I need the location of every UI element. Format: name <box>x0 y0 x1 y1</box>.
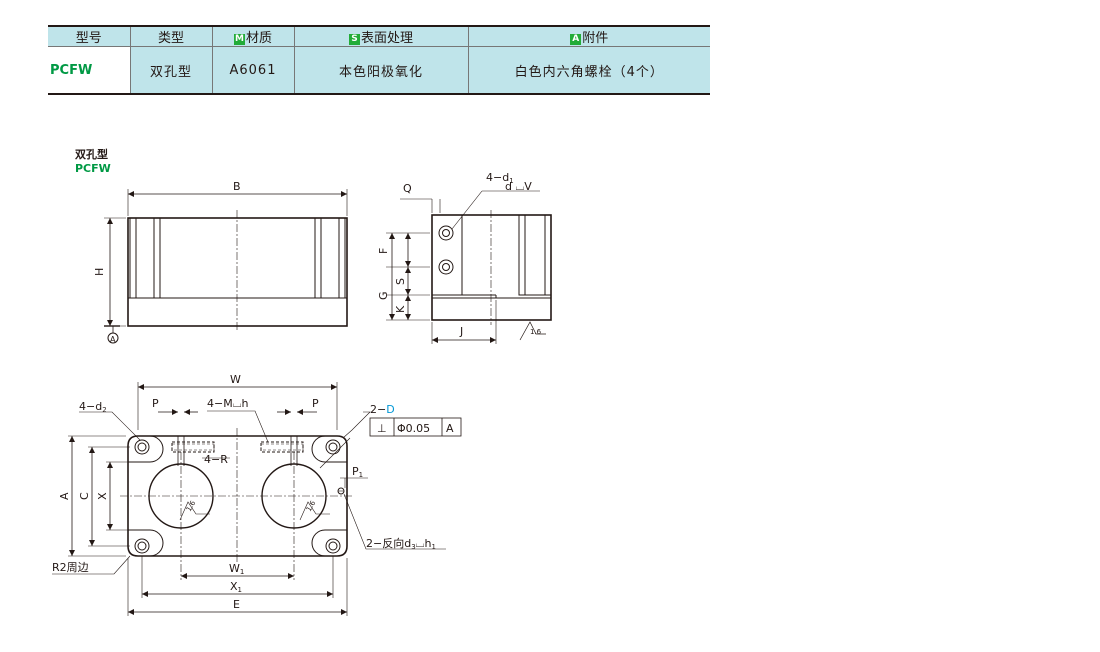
header-type-label: 类型 <box>157 31 184 46</box>
dim-d2: 4−d2 <box>79 400 107 414</box>
datum-a-label: A <box>110 335 116 344</box>
p1-sub: 1 <box>359 471 363 479</box>
m-text: 4−M <box>207 397 233 410</box>
dim-x: X <box>96 492 109 500</box>
dim-p1: P1 <box>352 465 363 479</box>
dim-p-right: P <box>312 397 319 410</box>
dim-g: G <box>377 291 390 300</box>
cell-type: 双孔型 <box>129 46 212 95</box>
dim-w: W <box>230 373 241 386</box>
tol-frame <box>369 417 462 437</box>
dim-p-left: P <box>152 397 159 410</box>
surface-badge: S <box>348 34 360 45</box>
dim-b: B <box>233 180 241 193</box>
header-accessory-label: 附件 <box>582 31 609 46</box>
header-material-label: 材质 <box>245 31 272 46</box>
corner-hole-br <box>325 538 341 554</box>
d1-depth-text: d <box>505 180 512 193</box>
accessory-badge: A <box>570 34 582 45</box>
dim-d1: 4−d1 <box>486 171 514 185</box>
dim-k: K <box>394 305 407 313</box>
corner-hole-tr <box>325 439 341 455</box>
front-view <box>104 189 348 344</box>
dim-c: C <box>78 492 91 500</box>
header-model-label: 型号 <box>75 31 102 46</box>
header-model: 型号 <box>48 25 130 47</box>
front-body <box>127 217 348 327</box>
tol-datum: A <box>446 422 454 435</box>
corner-hole-tl <box>134 439 150 455</box>
d2-sub: 2 <box>102 406 106 414</box>
roughness-left: 1.6 <box>185 499 198 513</box>
dim-x1: X1 <box>230 580 242 594</box>
cell-accessory: 白色内六角螺栓（4个） <box>467 46 710 95</box>
d2-text: 4−d <box>79 400 102 413</box>
d-text: 2− <box>370 403 386 416</box>
dim-q: Q <box>403 182 412 195</box>
material-badge: M <box>233 34 245 45</box>
type-label: 双孔型 <box>75 147 108 161</box>
w1-text: W <box>229 562 240 575</box>
header-type: 类型 <box>129 25 212 47</box>
header-surface-label: 表面处理 <box>360 31 413 46</box>
model-label: PCFW <box>75 162 111 175</box>
cell-material: A6061 <box>211 46 294 95</box>
d-letter: D <box>386 403 394 416</box>
cell-surface: 本色阳极氧化 <box>293 46 468 95</box>
side-bolt-top <box>438 225 454 241</box>
top-body <box>127 435 348 557</box>
w1-sub: 1 <box>240 568 244 576</box>
d1-sub: 1 <box>509 177 513 185</box>
dim-h: H <box>93 268 106 276</box>
dim-d: 2−D <box>370 403 395 416</box>
side-view <box>386 190 552 344</box>
tol-value: Φ0.05 <box>397 422 430 435</box>
dim-d1-depth: d ⌴V <box>505 180 532 193</box>
dim-d3: 2−反向d3⌴h1 <box>366 536 436 551</box>
cell-model: PCFW <box>48 46 130 95</box>
d3-sub: 3 <box>411 543 415 551</box>
corner-hole-bl <box>134 538 150 554</box>
p1-text: P <box>352 465 359 478</box>
spec-data-row: PCFW 双孔型 A6061 本色阳极氧化 白色内六角螺栓（4个） <box>48 46 710 95</box>
front-left-lug <box>129 217 161 299</box>
dim-m: 4−M⌴h <box>207 397 249 410</box>
dim-w1: W1 <box>229 562 244 576</box>
dim-f: F <box>377 248 390 254</box>
d3-depth-sub: 1 <box>431 543 435 551</box>
x1-text: X <box>230 580 238 593</box>
top-view <box>52 382 462 616</box>
roughness-side: 1.6 <box>530 328 542 336</box>
d1-text: 4−d <box>486 171 509 184</box>
tol-symbol: ⊥ <box>377 422 387 435</box>
dim-j: J <box>459 325 463 338</box>
datum-a-circle <box>107 332 119 344</box>
dim-a: A <box>58 492 71 500</box>
dim-s: S <box>394 278 407 285</box>
x1-sub: 1 <box>238 586 242 594</box>
d3-text: 2−反向d <box>366 536 411 550</box>
d3-depth: h <box>424 537 431 550</box>
dim-r2: R2周边 <box>52 561 89 574</box>
roughness-right: 1.6 <box>305 499 318 513</box>
m-depth: h <box>242 397 249 410</box>
dim-r: 4−R <box>204 453 228 466</box>
dim-e: E <box>233 598 240 611</box>
side-bolt-bottom <box>438 259 454 275</box>
front-right-lug <box>314 217 346 299</box>
